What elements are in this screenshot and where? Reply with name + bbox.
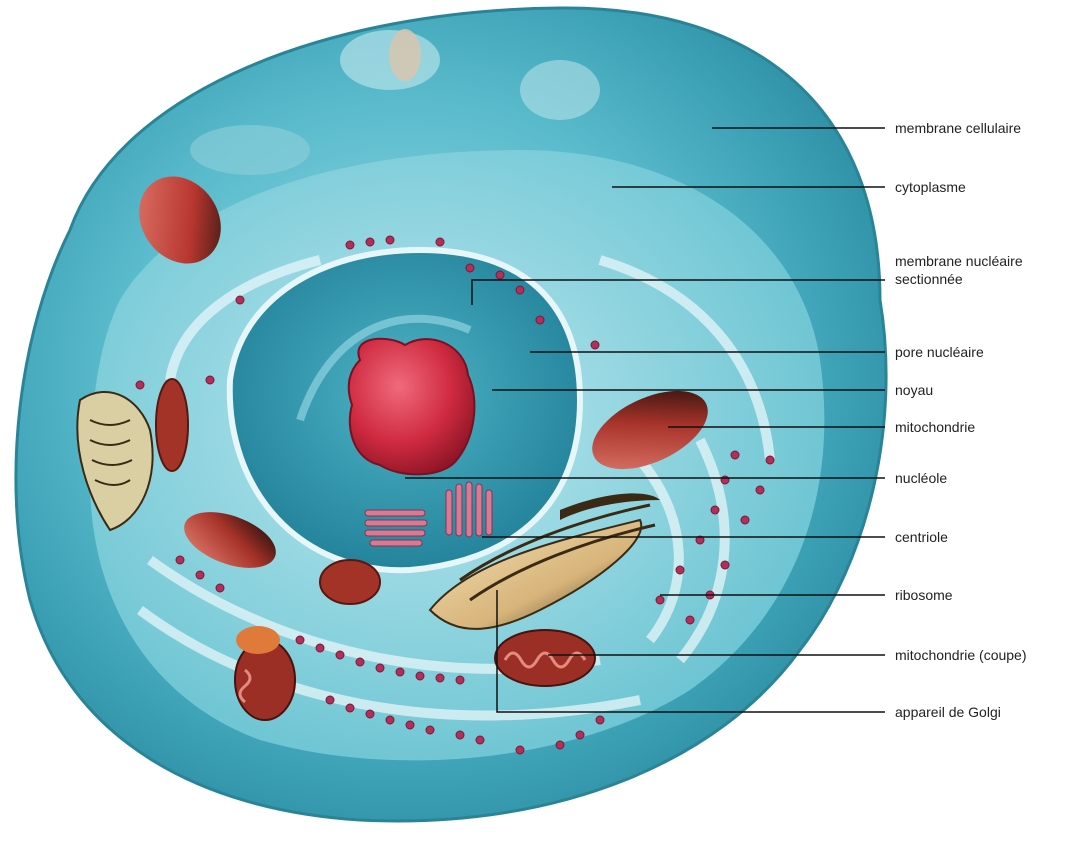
label-membrane-nucleaire-line2: sectionnée <box>895 270 1023 288</box>
label-ribosome: ribosome <box>895 586 953 604</box>
label-appareil-golgi: appareil de Golgi <box>895 703 1001 721</box>
label-membrane-nucleaire-line1: membrane nucléaire <box>895 252 1023 270</box>
label-membrane-nucleaire: membrane nucléaire sectionnée <box>895 252 1023 288</box>
label-cytoplasme: cytoplasme <box>895 178 966 196</box>
label-pore-nucleaire: pore nucléaire <box>895 343 984 361</box>
label-noyau: noyau <box>895 381 933 399</box>
label-mitochondrie-coupe: mitochondrie (coupe) <box>895 646 1027 664</box>
leader-line-membrane-nucleaire <box>472 280 885 305</box>
label-membrane-cellulaire: membrane cellulaire <box>895 119 1021 137</box>
label-mitochondrie: mitochondrie <box>895 418 975 436</box>
leader-line-appareil-golgi <box>497 590 885 712</box>
label-nucleole: nucléole <box>895 469 947 487</box>
label-centriole: centriole <box>895 528 948 546</box>
